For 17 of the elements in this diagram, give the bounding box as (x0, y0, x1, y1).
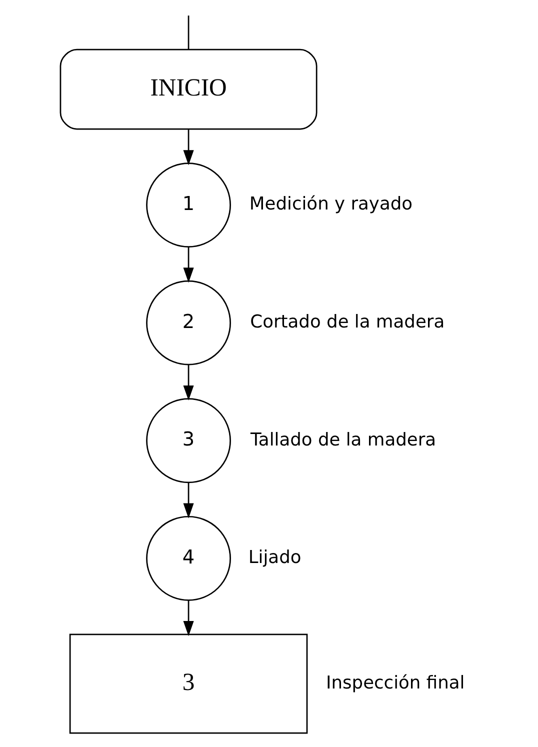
connector (188, 16, 190, 50)
node-circle: 3 (146, 398, 231, 484)
node-box: 3 (69, 634, 308, 734)
arrow (183, 130, 194, 166)
node-box: INICIO (60, 48, 318, 130)
node-circle: 2 (146, 280, 231, 366)
arrow (183, 247, 194, 283)
node-label: Lijado (248, 547, 302, 568)
node-label: Medición y rayado (249, 194, 413, 215)
arrow (183, 365, 194, 401)
node-label: Cortado de la madera (250, 311, 445, 332)
node-label: Inspección final (326, 672, 465, 694)
arrow (183, 600, 194, 636)
arrow (183, 482, 194, 518)
node-circle: 1 (146, 162, 231, 248)
node-circle: 4 (146, 516, 231, 601)
node-label: Tallado de la madera (250, 429, 436, 450)
